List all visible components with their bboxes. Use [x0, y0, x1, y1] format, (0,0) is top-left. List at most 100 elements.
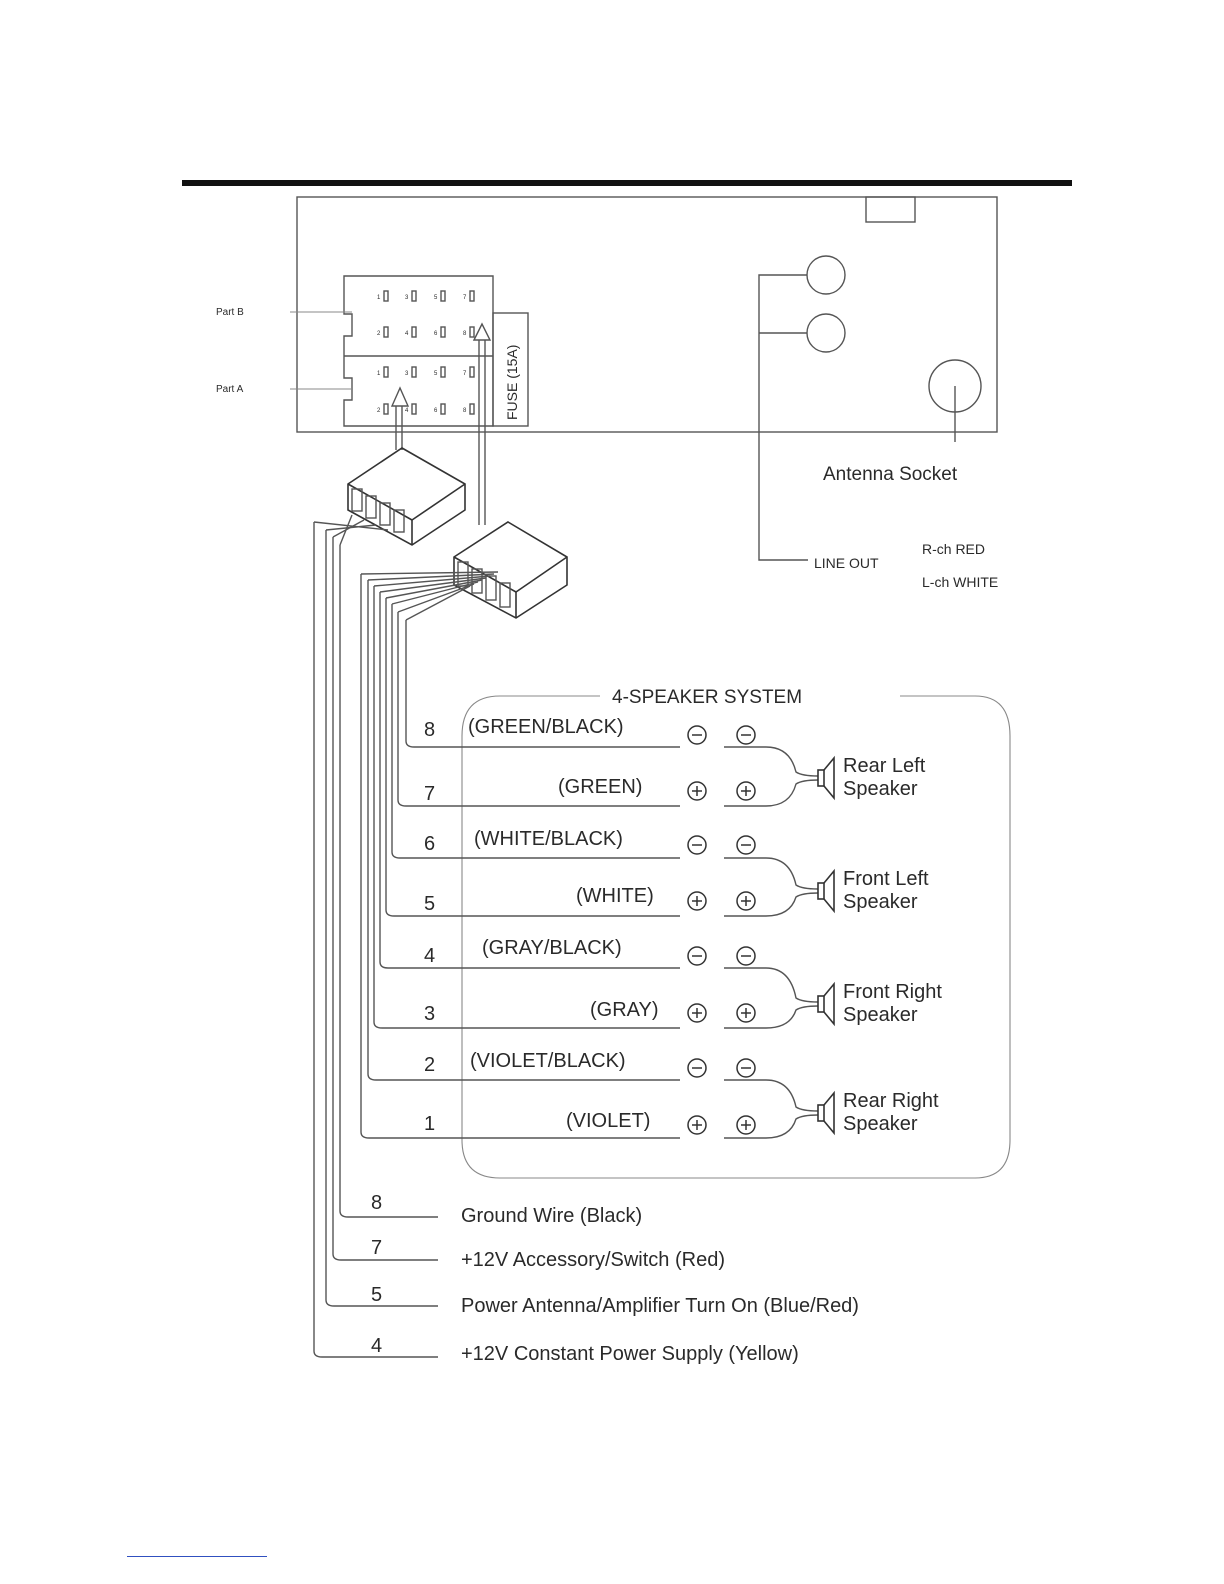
pin-number: 2 [377, 331, 381, 337]
speaker-icon [817, 995, 825, 1013]
part-a-label: Part A [216, 384, 244, 395]
pin-number: 8 [463, 408, 467, 414]
speaker-name-suffix: Speaker [843, 1113, 918, 1135]
speaker-icon [817, 1104, 825, 1122]
positive-terminal-icon [736, 1115, 756, 1135]
speaker-wire [391, 604, 680, 859]
polarity-symbols [687, 725, 766, 1139]
pin-slot [440, 326, 446, 338]
speaker-wire-pin: 8 [424, 719, 435, 741]
speaker-lead [765, 857, 819, 890]
power-wire-label: +12V Constant Power Supply (Yellow) [461, 1343, 799, 1365]
speaker-wire-color: (WHITE/BLACK) [474, 828, 623, 850]
line-out-label: LINE OUT [814, 555, 879, 571]
pin-slot [383, 403, 389, 415]
speaker-wire-pin: 5 [424, 893, 435, 915]
positive-terminal-icon [687, 1003, 707, 1023]
pin-slot [411, 366, 417, 378]
pin-number: 1 [377, 295, 381, 301]
r-ch-label: R-ch RED [922, 541, 985, 557]
pin-slot [469, 326, 475, 338]
pin-slot [383, 366, 389, 378]
speaker-name-suffix: Speaker [843, 1004, 918, 1026]
speaker-lead [765, 892, 819, 917]
power-wire [313, 522, 438, 1358]
negative-terminal-icon [736, 1058, 756, 1078]
positive-terminal-icon [687, 781, 707, 801]
pin-number: 8 [463, 331, 467, 337]
pin-slot [383, 326, 389, 338]
pin-number: 7 [463, 295, 467, 301]
speaker-wire-pin: 4 [424, 945, 435, 967]
speaker-wire [397, 612, 680, 807]
speaker-icon [817, 882, 825, 900]
positive-terminal-icon [687, 1115, 707, 1135]
footer-link-rule [127, 1556, 267, 1557]
rca-socket-right [806, 255, 846, 295]
speaker-wire-color: (WHITE) [576, 885, 654, 907]
speaker-icon [817, 769, 825, 787]
negative-terminal-icon [687, 1058, 707, 1078]
pin-slot [383, 290, 389, 302]
wire-lead [313, 521, 389, 531]
rca-socket-left [806, 313, 846, 353]
wire-lead [397, 583, 475, 613]
power-wire-label: Ground Wire (Black) [461, 1205, 642, 1227]
speaker-lead [765, 779, 819, 807]
pin-number: 1 [377, 371, 381, 377]
speaker-wire-pin: 7 [424, 783, 435, 805]
speaker-system-title: 4-SPEAKER SYSTEM [612, 687, 802, 708]
top-rule [182, 180, 1072, 186]
speaker-wire [373, 586, 680, 1029]
speaker-wire [360, 574, 680, 1139]
head-unit-panel [296, 196, 998, 433]
positive-terminal-icon [736, 781, 756, 801]
pin-slot [469, 366, 475, 378]
positive-terminal-icon [736, 1003, 756, 1023]
pin-number: 2 [377, 408, 381, 414]
speaker-name: Rear Left [843, 755, 926, 777]
speaker-wire [367, 580, 680, 1081]
pin-slot [469, 290, 475, 302]
speaker-name-suffix: Speaker [843, 891, 918, 913]
speaker-name: Front Right [843, 981, 942, 1003]
speaker-wire-color: (GRAY/BLACK) [482, 937, 622, 959]
wire-lead [379, 577, 487, 593]
negative-terminal-icon [736, 725, 756, 745]
speaker-wire [385, 598, 680, 917]
speaker-system-frame [461, 695, 1011, 1179]
speaker-wire-pin: 1 [424, 1113, 435, 1135]
pin-number: 6 [434, 331, 438, 337]
speaker-wire [405, 620, 680, 748]
positive-terminal-icon [736, 891, 756, 911]
pin-slot [411, 326, 417, 338]
part-b-label: Part B [216, 307, 244, 318]
speaker-wire-pin: 3 [424, 1003, 435, 1025]
speaker-wire-color: (VIOLET/BLACK) [470, 1050, 626, 1072]
speaker-name: Front Left [843, 868, 929, 890]
wire-lead [385, 579, 483, 599]
speaker-wire [379, 592, 680, 969]
power-wire [339, 545, 438, 1218]
speaker-name-suffix: Speaker [843, 778, 918, 800]
speaker-name: Rear Right [843, 1090, 939, 1112]
wire-lead [373, 575, 491, 587]
plug-b [453, 521, 568, 619]
speaker-wire-pin: 2 [424, 1054, 435, 1076]
negative-terminal-icon [736, 946, 756, 966]
pin-number: 3 [405, 371, 409, 377]
pin-number: 4 [405, 408, 409, 414]
power-wire-pin: 8 [371, 1192, 382, 1214]
pin-slot [440, 290, 446, 302]
speaker-lead [765, 1114, 819, 1139]
negative-terminal-icon [736, 835, 756, 855]
antenna-socket-label: Antenna Socket [823, 464, 958, 485]
wire-lead [325, 524, 377, 531]
wire-harness: 8(GREEN/BLACK)7(GREEN)6(WHITE/BLACK)5(WH… [360, 571, 680, 1139]
speaker-wire-color: (VIOLET) [566, 1110, 650, 1132]
pin-number: 6 [434, 408, 438, 414]
pin-slot [411, 403, 417, 415]
plug-a [347, 447, 466, 546]
